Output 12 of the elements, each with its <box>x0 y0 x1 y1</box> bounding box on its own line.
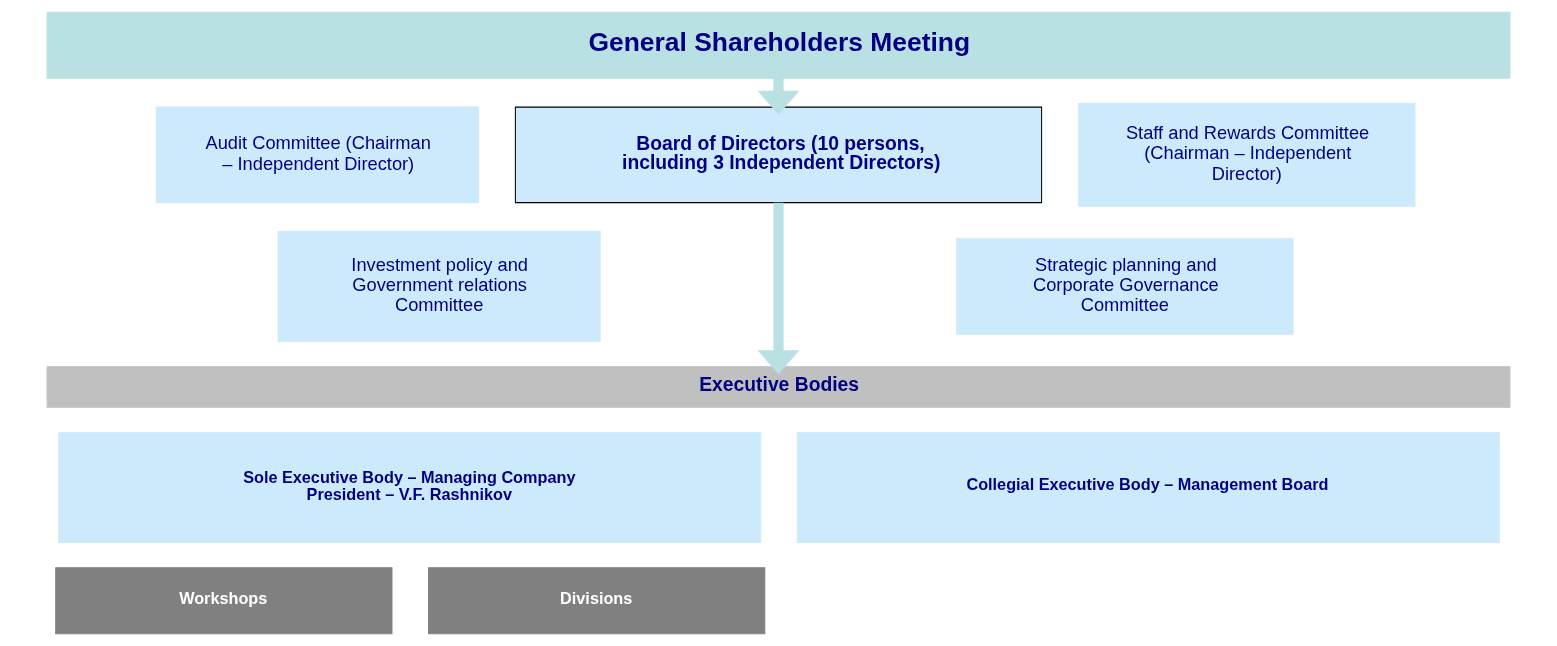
arrow <box>757 202 800 375</box>
node-box: Workshops <box>55 567 393 635</box>
node-box: Strategic planning and Corporate Governance Committee <box>956 238 1294 335</box>
node-box: Investment policy and Government relations Committee <box>277 231 601 342</box>
node-box: Collegial Executive Body – Management Board <box>796 432 1500 543</box>
node-box: Board of Directors (10 persons, including 3 Independent Directors) <box>514 106 1043 204</box>
node-box: General Shareholders Meeting <box>46 11 1511 79</box>
node-box: Audit Committee (Chairman – Independent Director) <box>155 106 479 204</box>
node-box: Executive Bodies <box>46 366 1511 408</box>
node-box: Sole Executive Body – Managing Company President – V.F. Rashnikov <box>58 432 762 543</box>
node-box: Staff and Rewards Committee (Chairman – Independent Director) <box>1078 103 1416 207</box>
node-box: Divisions <box>428 567 766 635</box>
